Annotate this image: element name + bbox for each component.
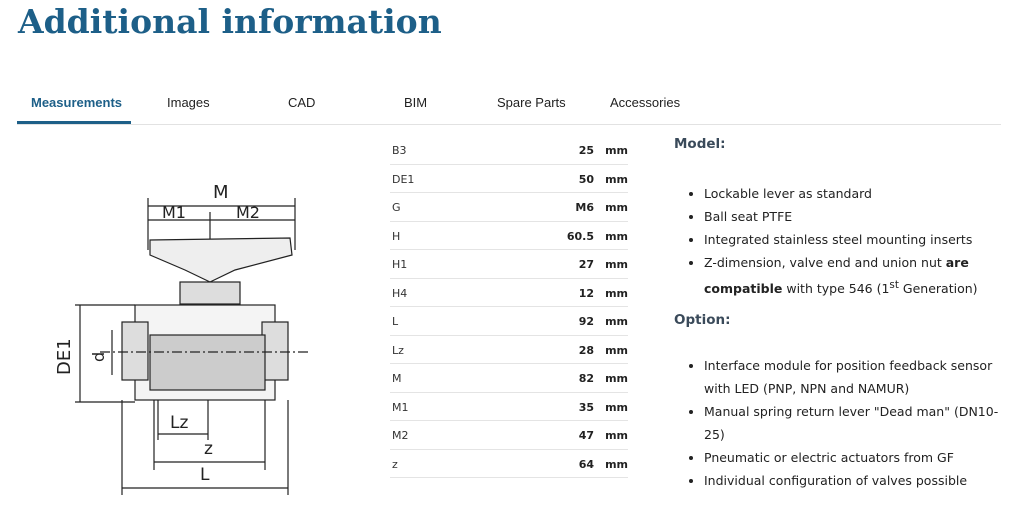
- table-row: M1 35 mm: [390, 393, 628, 421]
- tab-images[interactable]: Images: [167, 95, 210, 110]
- label-d: d: [89, 352, 108, 362]
- measurement-value: 47: [578, 429, 594, 442]
- measurement-unit: mm: [605, 144, 628, 157]
- measurement-unit: mm: [605, 315, 628, 328]
- label-M2: M2: [236, 203, 260, 222]
- table-row: M 82 mm: [390, 364, 628, 393]
- measurement-unit: mm: [605, 372, 628, 385]
- tab-cad[interactable]: CAD: [288, 95, 316, 110]
- measurement-value: 50: [578, 172, 594, 186]
- text: with type 546 (1: [782, 281, 890, 297]
- product-info: Model: Lockable lever as standard Ball s…: [674, 136, 1004, 492]
- list-item: Individual configuration of valves possi…: [704, 469, 1004, 492]
- list-item: Pneumatic or electric actuators from GF: [704, 446, 1004, 469]
- table-row: Lz 28 mm: [390, 336, 628, 364]
- active-tab-indicator: [17, 121, 131, 124]
- measurement-label: Lz: [392, 343, 404, 357]
- list-item: Integrated stainless steel mounting inse…: [704, 228, 1004, 251]
- table-row: H4 12 mm: [390, 279, 628, 307]
- label-L: L: [200, 465, 210, 485]
- measurement-label: M: [392, 372, 402, 385]
- measurement-value: 60.5: [566, 229, 594, 243]
- option-heading: Option:: [674, 312, 731, 329]
- measurement-label: M2: [392, 429, 409, 442]
- measurement-unit: mm: [605, 457, 628, 471]
- measurement-label: H4: [392, 286, 408, 300]
- measurement-label: H: [392, 229, 401, 243]
- table-row: H1 27 mm: [390, 250, 628, 279]
- label-M1: M1: [162, 203, 186, 222]
- text: Generation): [898, 281, 978, 297]
- tab-accessories[interactable]: Accessories: [610, 95, 681, 110]
- measurement-value: M6: [575, 201, 594, 214]
- measurement-label: DE1: [392, 172, 415, 186]
- measurement-value: 12: [578, 286, 594, 300]
- label-DE1: DE1: [54, 338, 75, 375]
- tab-bar: Measurements Images CAD BIM Spare Parts …: [17, 88, 1001, 125]
- measurement-unit: mm: [605, 229, 628, 243]
- measurement-unit: mm: [605, 286, 628, 300]
- bold-text: are compatible: [704, 255, 969, 297]
- measurement-value: 25: [578, 144, 594, 157]
- table-row: M2 47 mm: [390, 421, 628, 450]
- list-item: Interface module for position feedback s…: [704, 354, 1004, 400]
- measurement-value: 82: [578, 372, 594, 385]
- table-row: L 92 mm: [390, 307, 628, 336]
- measurement-label: L: [392, 315, 399, 328]
- measurement-label: B3: [392, 144, 407, 157]
- tab-spare-parts[interactable]: Spare Parts: [497, 95, 566, 110]
- table-row: G M6 mm: [390, 193, 628, 222]
- table-row: B3 25 mm: [390, 136, 628, 165]
- list-item: Manual spring return lever "Dead man" (D…: [704, 400, 1004, 446]
- measurement-label: M1: [392, 400, 409, 414]
- measurement-value: 64: [578, 457, 594, 471]
- label-Lz: Lz: [170, 413, 188, 433]
- model-heading: Model:: [674, 136, 726, 152]
- measurement-value: 35: [578, 400, 594, 414]
- label-z: z: [204, 439, 213, 459]
- measurement-unit: mm: [605, 400, 628, 414]
- measurement-unit: mm: [605, 172, 628, 186]
- text: Z-dimension, valve end and union nut: [704, 255, 946, 270]
- measurement-unit: mm: [605, 258, 628, 271]
- measurement-value: 27: [578, 258, 594, 271]
- page-title: Additional information: [18, 2, 442, 41]
- tab-measurements[interactable]: Measurements: [31, 95, 123, 110]
- measurement-unit: mm: [605, 429, 628, 442]
- measurement-value: 28: [578, 343, 594, 357]
- tab-bim[interactable]: BIM: [404, 95, 428, 110]
- label-M: M: [213, 182, 229, 203]
- measurement-label: z: [392, 457, 398, 471]
- table-row: DE1 50 mm: [390, 165, 628, 193]
- measurement-value: 92: [578, 315, 594, 328]
- superscript: st: [889, 279, 899, 291]
- list-item: Lockable lever as standard: [704, 182, 1004, 205]
- measurement-label: H1: [392, 258, 408, 271]
- valve-dimension-drawing: M M1 M2 DE1 d Lz z L: [54, 182, 310, 495]
- measurement-unit: mm: [605, 343, 628, 357]
- table-row: z 64 mm: [390, 450, 628, 478]
- list-item: Ball seat PTFE: [704, 205, 1004, 228]
- list-item: Z-dimension, valve end and union nut are…: [704, 251, 1004, 300]
- measurement-unit: mm: [605, 201, 628, 214]
- table-row: H 60.5 mm: [390, 222, 628, 250]
- measurement-label: G: [392, 201, 401, 214]
